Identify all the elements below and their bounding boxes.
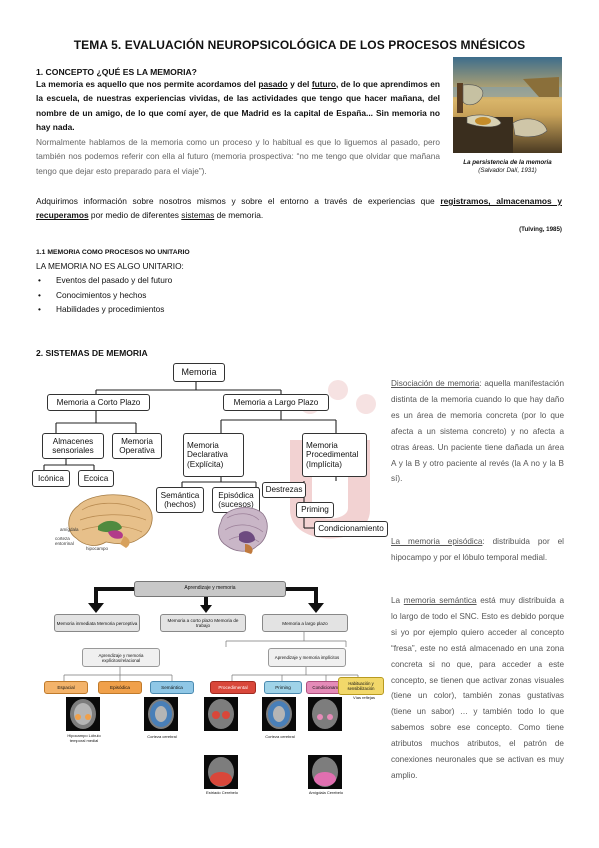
- caption-estriado: Estriado Cerebelo: [205, 790, 239, 795]
- type-habituacion: Habituación y sensibilización: [338, 677, 384, 695]
- caption-corteza-1: Corteza cerebral: [147, 734, 177, 739]
- tree-node-declarativa: Memoria Declarativa (Explícita): [183, 433, 244, 477]
- tree-node-corto-plazo: Memoria a Corto Plazo: [47, 394, 150, 411]
- label-amigdala: amígdala: [60, 527, 79, 532]
- list-item: Eventos del pasado y del futuro: [36, 273, 172, 288]
- diagram2-corto: Memoria a corto plazo Memoria de trabajo: [160, 614, 246, 632]
- list-item: Conocimientos y hechos: [36, 288, 172, 303]
- type-espacial: Espacial: [44, 681, 88, 694]
- painting-image: La persistencia de la memoria (Salvador …: [453, 57, 562, 175]
- underlined-pasado: pasado: [258, 79, 288, 89]
- tree-node-operativa: Memoria Operativa: [112, 433, 162, 459]
- text-fragment: por medio de diferentes: [88, 210, 182, 221]
- text-disociacion: Disociación de memoria: aquella manifest…: [391, 376, 564, 487]
- brain-sagittal-illustration: [218, 507, 268, 554]
- section-1-1-subheading: LA MEMORIA NO ES ALGO UNITARIO:: [36, 261, 184, 271]
- tree-node-ecoica: Ecoica: [78, 470, 114, 487]
- tree-node-almacenes: Almacenes sensoriales: [42, 433, 104, 459]
- type-procedimental: Procedimental: [210, 681, 256, 694]
- list-item: Habilidades y procedimientos: [36, 302, 172, 317]
- citation-tulving: (Tulving, 1985): [519, 226, 562, 233]
- text-fragment: La: [391, 596, 404, 605]
- page-title: TEMA 5. EVALUACIÓN NEUROPSICOLÓGICA DE L…: [73, 38, 526, 52]
- learning-memory-diagram: Aprendizaje y memoria Memoria inmediata …: [36, 577, 386, 807]
- underlined-episodica: La memoria episódica: [391, 537, 483, 546]
- brain-limbic-illustration: [68, 494, 153, 548]
- tree-node-semantica: Semántica (hechos): [156, 487, 204, 513]
- type-episodica: Episódica: [98, 681, 142, 694]
- tree-node-largo-plazo: Memoria a Largo Plazo: [223, 394, 329, 411]
- diagram2-implicit: Aprendizaje y memoria implícitos: [268, 648, 346, 667]
- painting-caption-author: (Salvador Dalí, 1931): [478, 167, 537, 174]
- underlined-disociacion: Disociación de memoria: [391, 379, 480, 388]
- paragraph-prospective-memory: Normalmente hablamos de la memoria como …: [36, 137, 440, 176]
- brain-scan-panels: [66, 697, 342, 789]
- caption-hipocampo: Hipocampo Lóbulo temporal medial: [67, 733, 101, 743]
- painting-caption-title: La persistencia de la memoria: [463, 159, 552, 166]
- tree-node-priming: Priming: [296, 502, 334, 518]
- text-semantica: La memoria semántica está muy distribuid…: [391, 593, 564, 784]
- caption-vias-reflejas: Vías reflejas: [352, 695, 375, 700]
- text-fragment: de memoria.: [214, 210, 264, 221]
- tree-node-memoria: Memoria: [173, 363, 225, 382]
- section-1-1-heading: 1.1 MEMORIA COMO PROCESOS NO UNITARIO: [36, 249, 190, 256]
- text-fragment: : distribuida por el hipocampo y por el …: [391, 537, 564, 562]
- caption-corteza-2: Corteza cerebral: [265, 734, 295, 739]
- tree-node-condicionamiento: Condicionamiento: [314, 521, 388, 537]
- type-priming: Priming: [264, 681, 302, 694]
- underlined-registramos: registramos, almacenamos y recuperamos: [36, 196, 562, 221]
- label-hipocampo: hipocampo: [86, 546, 109, 551]
- persistence-of-memory-painting: [453, 57, 562, 153]
- text-fragment: está muy distribuida a lo largo de todo …: [391, 596, 564, 780]
- tree-node-iconica: Icónica: [32, 470, 70, 487]
- underlined-futuro: futuro: [311, 79, 336, 89]
- text-fragment: : aquella manifestación distinta de la m…: [391, 379, 564, 484]
- underlined-semantica: memoria semántica: [403, 596, 477, 605]
- text-fragment: , de lo que aprendimos en la escuela, de…: [36, 79, 440, 132]
- text-fragment: y del: [287, 79, 312, 89]
- section-1-heading: 1. CONCEPTO ¿QUÉ ES LA MEMORIA?: [36, 67, 197, 77]
- diagram2-explicit: Aprendizaje y memoria explícitos/relacio…: [82, 648, 160, 667]
- paragraph-memory-definition: La memoria es aquello que nos permite ac…: [36, 77, 440, 134]
- tree-node-procedimental: Memoria Procedimental (Implícita): [302, 433, 367, 477]
- section-2-heading: 2. SISTEMAS DE MEMORIA: [36, 348, 148, 358]
- text-episodica: La memoria episódica: distribuida por el…: [391, 534, 564, 566]
- diagram2-largo: Memoria a largo plazo: [262, 614, 348, 632]
- type-semantica: Semántica: [150, 681, 194, 694]
- diagram2-inmediata: Memoria inmediata Memoria perceptiva: [54, 614, 140, 632]
- text-fragment: Adquirimos información sobre nosotros mi…: [36, 196, 441, 206]
- tree-node-destrezas: Destrezas: [262, 482, 306, 498]
- underlined-sistemas: sistemas: [181, 210, 215, 221]
- caption-amigdala: Amígdala Cerebelo: [308, 790, 344, 795]
- text-fragment: La memoria es aquello que nos permite ac…: [36, 79, 259, 89]
- diagram2-top-box: Aprendizaje y memoria: [134, 581, 286, 597]
- label-corteza-entorrinal: corteza entorrinal: [55, 536, 74, 546]
- paragraph-acquire-information: Adquirimos información sobre nosotros mi…: [36, 194, 562, 223]
- memory-types-list: Eventos del pasado y del futuro Conocimi…: [36, 273, 172, 317]
